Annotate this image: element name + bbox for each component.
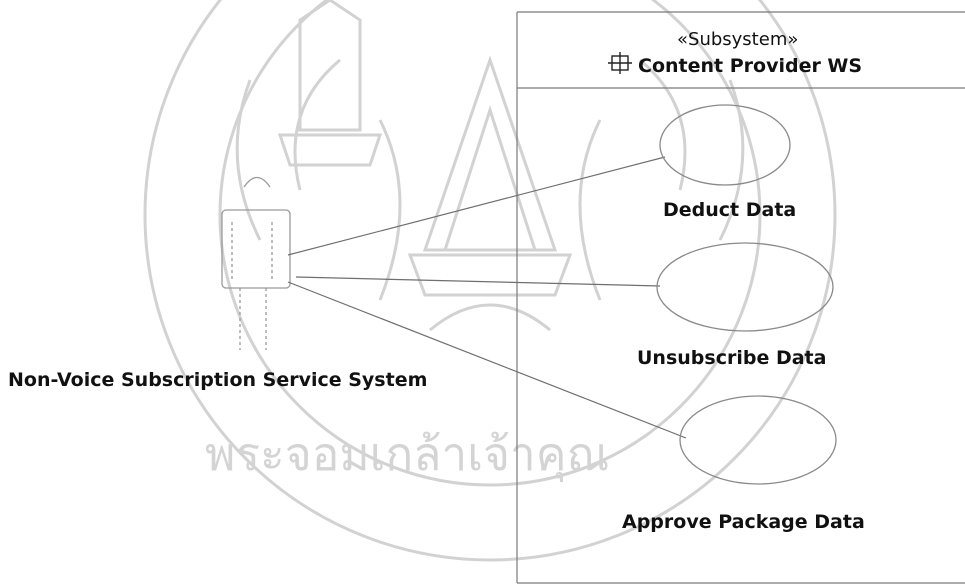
use-case-ellipse-unsubscribe[interactable]: [656, 242, 834, 332]
association-approve: [287, 281, 687, 439]
use-case-label-deduct: Deduct Data: [663, 199, 797, 221]
association-lines: [287, 156, 687, 439]
actor-icon: [221, 176, 291, 350]
subsystem-icon: [608, 52, 632, 74]
subsystem-name: Content Provider WS: [638, 55, 863, 77]
use-case-ellipse-deduct[interactable]: [659, 104, 791, 186]
use-case-ellipse-approve[interactable]: [679, 395, 837, 485]
use-case-label-approve: Approve Package Data: [622, 511, 865, 533]
association-deduct: [287, 156, 666, 256]
actor-name: Non-Voice Subscription Service System: [8, 369, 428, 391]
use-case-label-unsubscribe: Unsubscribe Data: [637, 347, 827, 369]
seal-text: พระจอมเกล้าเจ้าคุณ: [205, 427, 609, 483]
subsystem-boundary: [516, 11, 965, 584]
association-unsubscribe: [295, 276, 661, 287]
subsystem-stereotype: «Subsystem»: [677, 29, 799, 50]
